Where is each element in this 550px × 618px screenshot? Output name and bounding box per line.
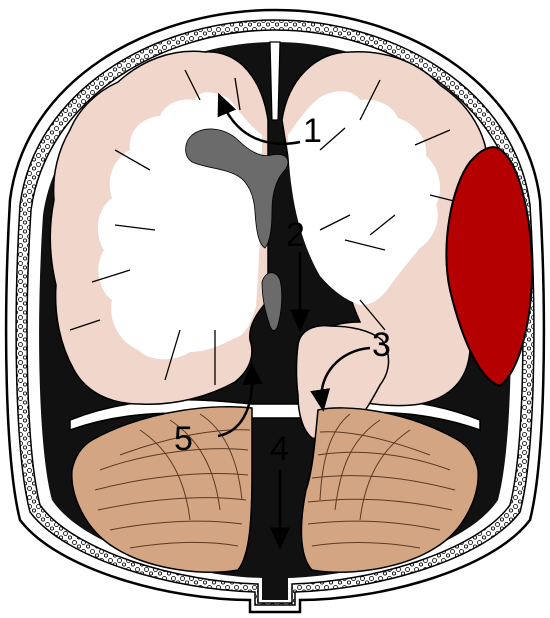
label-5: 5 bbox=[174, 420, 193, 458]
label-3: 3 bbox=[372, 326, 391, 364]
label-2: 2 bbox=[286, 216, 305, 254]
falx-cerebri bbox=[270, 42, 280, 120]
label-1: 1 bbox=[303, 112, 322, 150]
label-4: 4 bbox=[270, 430, 289, 468]
